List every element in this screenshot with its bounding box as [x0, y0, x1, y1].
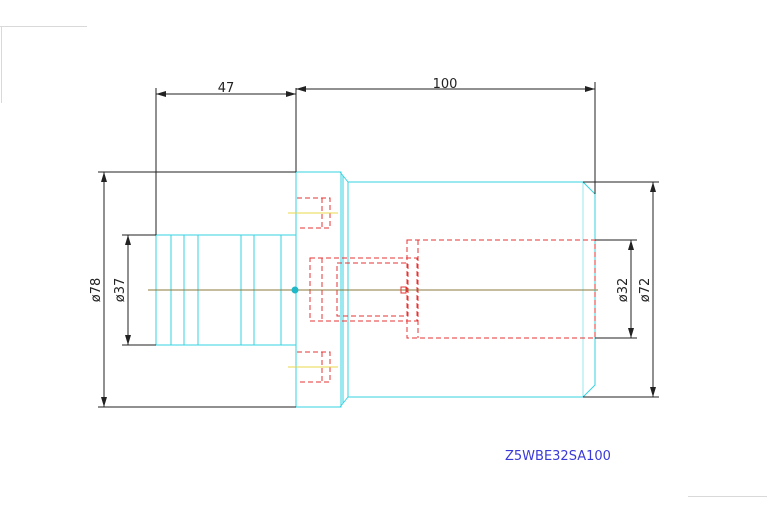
dim-shank-diameter: ø37 — [113, 278, 128, 303]
dim-bore-diameter: ø32 — [616, 278, 631, 303]
part-number: Z5WBE32SA100 — [505, 449, 611, 464]
dim-body-diameter: ø72 — [638, 278, 653, 303]
bore-center-marker — [400, 286, 407, 294]
dimension-arrows — [101, 86, 656, 407]
viewport-frame — [0, 26, 767, 497]
dimension-lines — [98, 82, 659, 408]
dim-flange-diameter: ø78 — [89, 278, 104, 303]
dim-body-length: 100 — [433, 77, 458, 92]
center-point-marker — [291, 286, 299, 294]
dim-shank-length: 47 — [218, 81, 235, 96]
thread-axes — [288, 212, 338, 368]
